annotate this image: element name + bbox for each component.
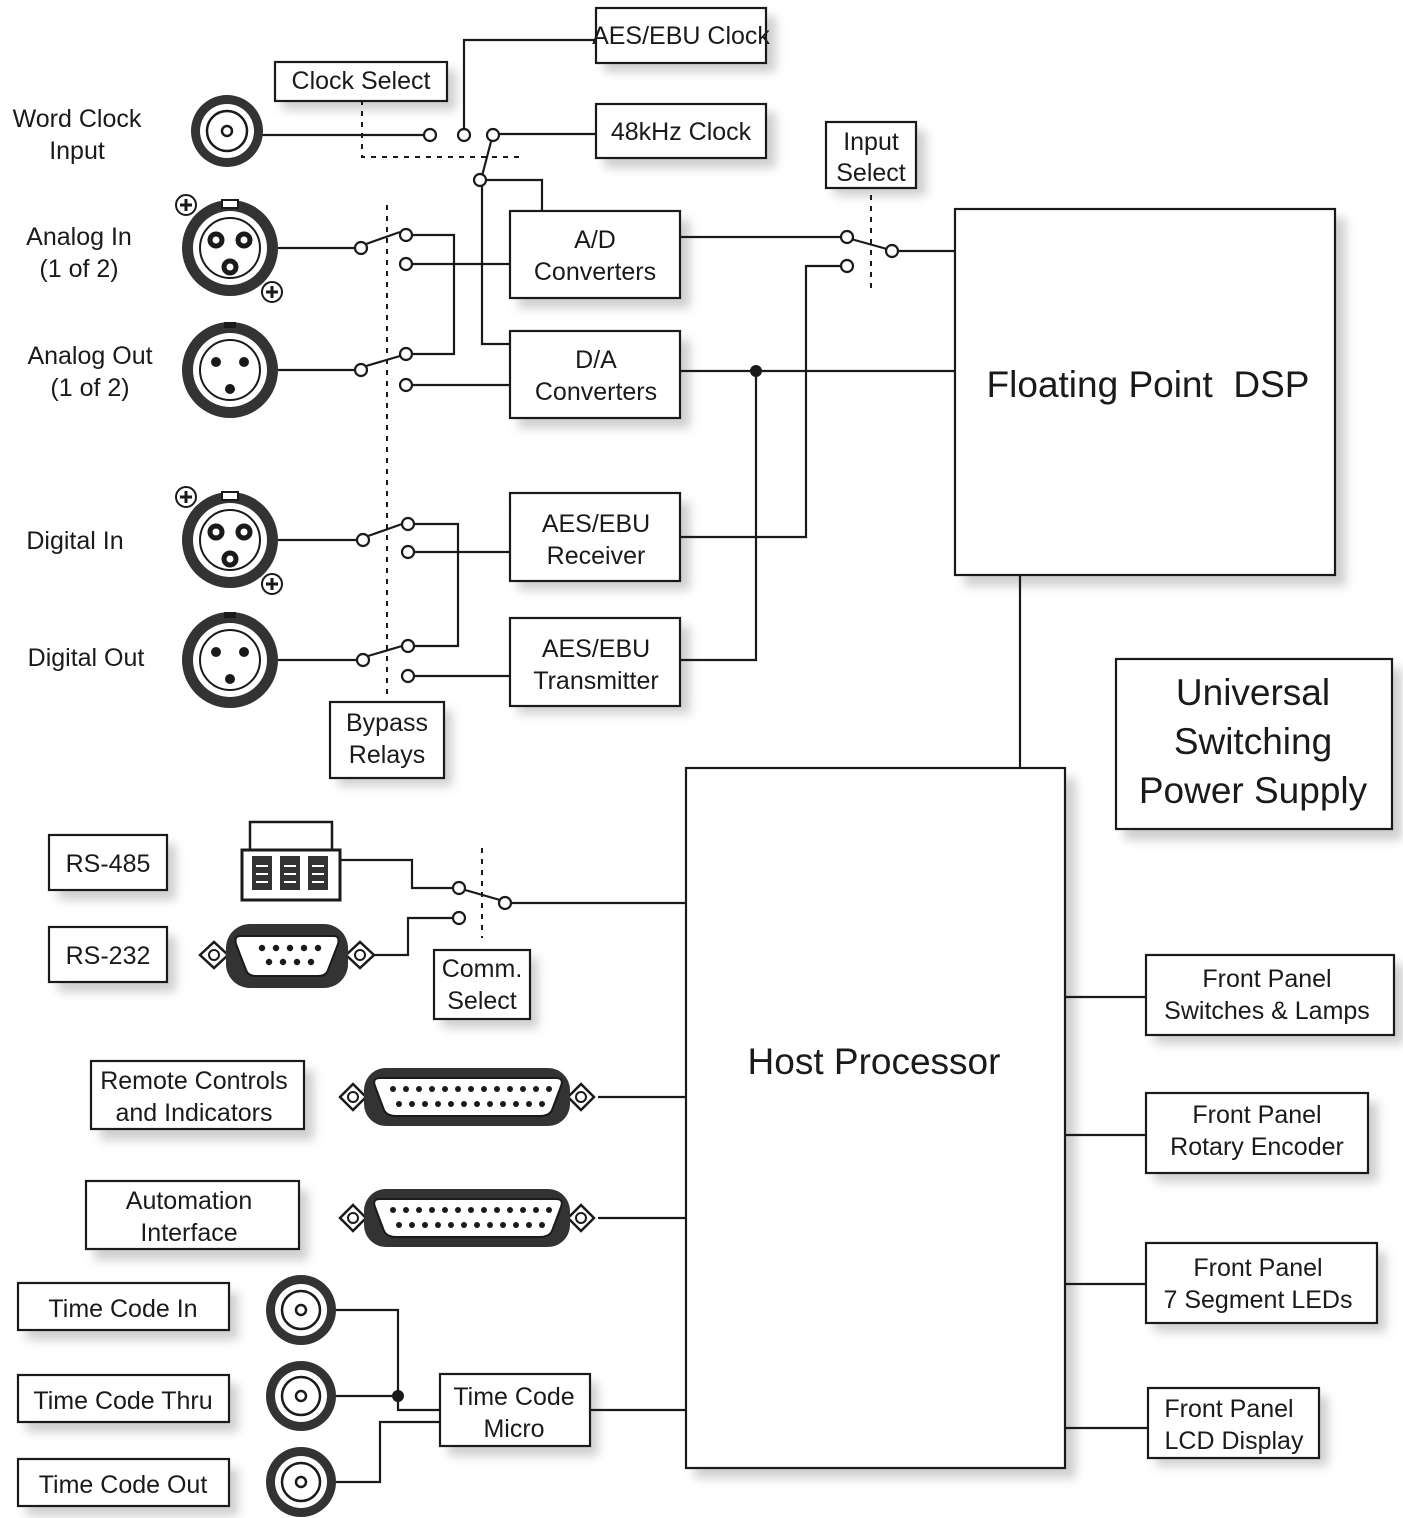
time-code-thru-bnc-connector	[266, 1361, 336, 1431]
analog-in-label-1: Analog In	[26, 223, 132, 251]
bypass-relays-label-2: Relays	[349, 741, 425, 769]
ad-converters-box: A/D Converters	[508, 209, 682, 300]
fp-switches-label-1: Front Panel	[1202, 965, 1331, 993]
comm-select-label-2: Select	[447, 987, 517, 1015]
remote-db25-pins	[390, 1086, 552, 1107]
clock-48k-box: 48kHz Clock	[594, 102, 768, 160]
floating-point-dsp-box: Floating Point DSP	[953, 207, 1337, 577]
fp-leds-label-1: Front Panel	[1193, 1254, 1322, 1282]
time-code-out-box: Time Code Out	[16, 1457, 231, 1508]
time-code-out-bnc-connector	[266, 1447, 336, 1517]
automation-interface-box: Automation Interface	[84, 1179, 301, 1251]
time-code-in-bnc-connector	[266, 1275, 336, 1345]
analog-out-label-2: (1 of 2)	[50, 374, 129, 402]
ad-converters-label-2: Converters	[534, 258, 656, 286]
relay-dashes	[361, 100, 872, 938]
analog-out-label-1: Analog Out	[27, 342, 152, 370]
automation-db25-connector	[338, 1189, 596, 1247]
input-select-box: Input Select	[824, 120, 918, 190]
time-code-micro-box: Time Code Micro	[438, 1372, 592, 1448]
rs232-db9-connector	[198, 924, 376, 988]
power-supply-label-3: Power Supply	[1139, 770, 1368, 811]
aes-receiver-label-1: AES/EBU	[542, 510, 650, 538]
time-code-micro-label-2: Micro	[483, 1415, 544, 1443]
input-select-label-2: Select	[836, 159, 906, 187]
da-converters-label-2: Converters	[535, 378, 657, 406]
aes-ebu-clock-label: AES/EBU Clock	[592, 22, 770, 50]
automation-interface-label-2: Interface	[140, 1219, 237, 1247]
automation-interface-label-1: Automation	[126, 1187, 252, 1215]
rs485-box: RS-485	[47, 833, 169, 892]
automation-db25-pins	[390, 1207, 552, 1228]
clock-select-box: Clock Select	[273, 60, 449, 103]
fp-leds-label-2: 7 Segment LEDs	[1164, 1286, 1353, 1314]
time-code-thru-label: Time Code Thru	[33, 1387, 212, 1415]
rs232-label: RS-232	[66, 942, 151, 970]
rs232-box: RS-232	[47, 925, 169, 984]
word-clock-input-label-1: Word Clock	[13, 105, 142, 133]
host-processor-box: Host Processor	[684, 766, 1067, 1470]
analog-out-xlr-connector	[182, 322, 278, 418]
power-supply-label-1: Universal	[1176, 672, 1330, 713]
time-code-out-label: Time Code Out	[39, 1471, 208, 1499]
fp-encoder-label-1: Front Panel	[1192, 1101, 1321, 1129]
fp-switches-box: Front Panel Switches & Lamps	[1144, 953, 1396, 1037]
power-supply-label-2: Switching	[1174, 721, 1332, 762]
aes-receiver-box: AES/EBU Receiver	[508, 491, 682, 583]
remote-controls-label-2: and Indicators	[115, 1099, 272, 1127]
da-converters-box: D/A Converters	[508, 329, 682, 420]
floating-point-dsp-label: Floating Point DSP	[987, 364, 1310, 405]
fp-lcd-box: Front Panel LCD Display	[1146, 1386, 1321, 1460]
fp-encoder-label-2: Rotary Encoder	[1170, 1133, 1344, 1161]
fp-switches-label-2: Switches & Lamps	[1164, 997, 1370, 1025]
time-code-in-box: Time Code In	[16, 1281, 231, 1332]
remote-controls-box: Remote Controls and Indicators	[89, 1059, 306, 1131]
da-converters-label-1: D/A	[575, 346, 617, 374]
connector-labels: Word Clock Input Analog In (1 of 2) Anal…	[13, 105, 153, 672]
rs485-label: RS-485	[66, 850, 151, 878]
time-code-in-label: Time Code In	[48, 1295, 197, 1323]
host-processor-label: Host Processor	[748, 1041, 1001, 1082]
aes-transmitter-label-1: AES/EBU	[542, 635, 650, 663]
remote-controls-label-1: Remote Controls	[100, 1067, 288, 1095]
aes-ebu-clock-box: AES/EBU Clock	[592, 6, 770, 65]
analog-in-xlr-connector	[175, 194, 283, 303]
digital-out-xlr-connector	[182, 612, 278, 708]
fp-encoder-box: Front Panel Rotary Encoder	[1144, 1091, 1370, 1175]
ad-converters-label-1: A/D	[574, 226, 616, 254]
remote-db25-connector	[338, 1068, 596, 1126]
word-clock-bnc-connector	[191, 95, 263, 167]
digital-in-xlr-connector	[175, 486, 283, 595]
clock-48k-label: 48kHz Clock	[611, 118, 752, 146]
aes-transmitter-box: AES/EBU Transmitter	[508, 616, 682, 708]
digital-in-label: Digital In	[26, 527, 123, 555]
clock-select-label: Clock Select	[292, 67, 431, 95]
word-clock-input-label-2: Input	[49, 137, 105, 165]
fp-leds-box: Front Panel 7 Segment LEDs	[1144, 1241, 1379, 1325]
bypass-relays-box: Bypass Relays	[328, 700, 446, 780]
switch-terminals	[353, 127, 900, 1402]
time-code-thru-box: Time Code Thru	[16, 1373, 231, 1424]
bypass-relays-label-1: Bypass	[346, 709, 428, 737]
fp-lcd-label-2: LCD Display	[1165, 1427, 1304, 1455]
comm-select-label-1: Comm.	[442, 955, 523, 983]
time-code-micro-label-1: Time Code	[453, 1383, 574, 1411]
rs485-terminal-block-connector	[240, 820, 342, 902]
wires	[262, 38, 1148, 1484]
aes-transmitter-label-2: Transmitter	[533, 667, 658, 695]
power-supply-box: Universal Switching Power Supply	[1114, 657, 1394, 831]
digital-out-label: Digital Out	[28, 644, 145, 672]
analog-in-label-2: (1 of 2)	[39, 255, 118, 283]
input-select-label-1: Input	[843, 128, 899, 156]
fp-lcd-label-1: Front Panel	[1164, 1395, 1293, 1423]
aes-receiver-label-2: Receiver	[547, 542, 646, 570]
comm-select-box: Comm. Select	[432, 948, 532, 1021]
